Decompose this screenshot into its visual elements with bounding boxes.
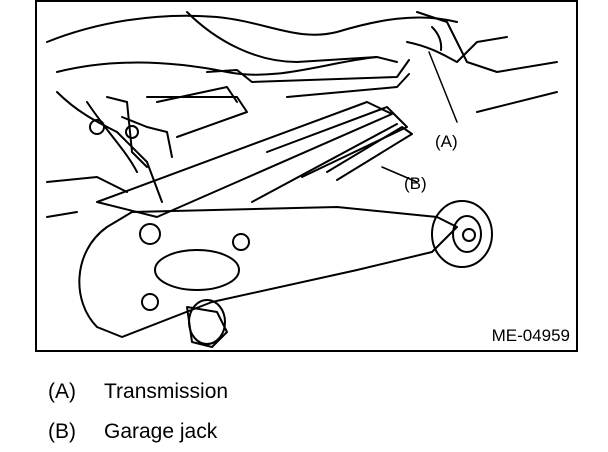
legend-key: (B) [48,420,76,443]
figure-id: ME-04959 [491,326,570,345]
callout-a: (A) [435,132,458,151]
illustration-frame: (A) (B) ME-04959 [35,0,578,352]
jack-under-transmission-drawing [46,11,558,348]
legend-item-b: (B) Garage jack [48,420,217,444]
legend-text: Garage jack [104,420,218,443]
legend-text: Transmission [104,380,229,403]
legend-key: (A) [48,380,76,403]
legend-item-a: (A) Transmission [48,380,228,404]
callout-b: (B) [404,174,427,193]
